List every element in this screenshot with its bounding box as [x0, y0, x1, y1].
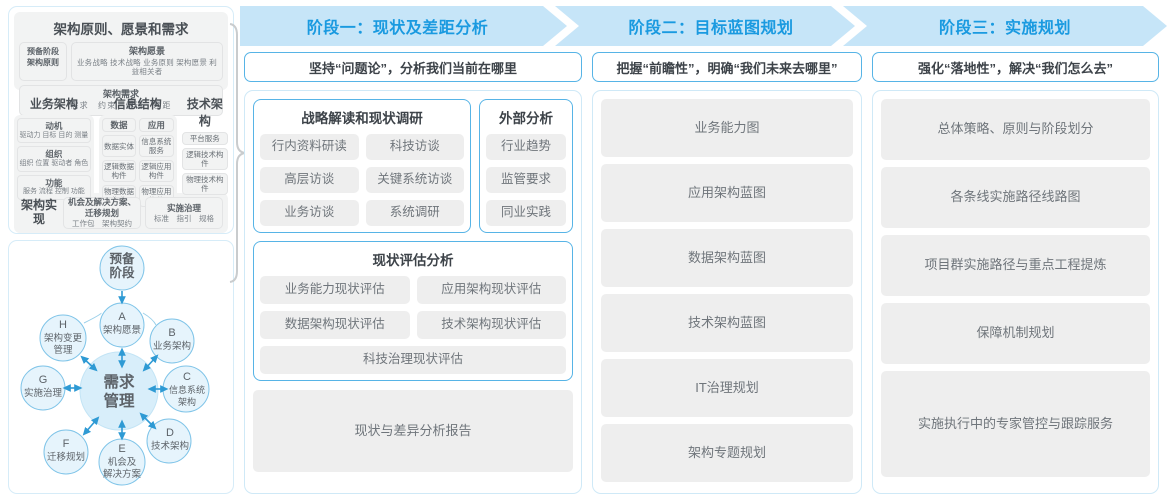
chip-it-governance-plan[interactable]: IT治理规划 [601, 359, 853, 417]
phase-1-band-title: 阶段一：现状及差距分析 [306, 20, 489, 37]
chip-industry-trends[interactable]: 行业趋势 [486, 134, 566, 160]
chip-it-governance-assess[interactable]: 科技治理现状评估 [260, 346, 566, 374]
architecture-domains-row: 业务架构 动机 驱动力 目标 目的 测量 组织 组织 位置 驱动者 角色 功能 [14, 95, 228, 211]
phase-3-subtitle: 强化“落地性”，解决“我们怎么去” [872, 52, 1159, 82]
external-analysis-card: 外部分析 行业趋势 监管要求 同业实践 [479, 99, 573, 233]
technology-architecture-column: 技术架构 平台服务 逻辑技术构件 物理技术构件 [181, 95, 228, 195]
adm-key-h: H [59, 319, 67, 331]
chip-exec-interview[interactable]: 高层访谈 [260, 167, 359, 193]
phase-2-column: 把握“前瞻性”，明确“我们未来去哪里” 业务能力图 应用架构蓝图 数据架构蓝图 … [592, 52, 862, 494]
architecture-vision-tile: 架构愿景 业务战略 技术战略 业务原则 架构愿景 利益相关者 [71, 42, 223, 82]
adm-prep-line2: 阶段 [109, 265, 135, 280]
chip-key-system-interview[interactable]: 关键系统访谈 [365, 167, 464, 193]
chip-biz-capability-assess[interactable]: 业务能力现状评估 [260, 276, 410, 304]
phase-3-body: 总体策略、原则与阶段划分 各条线实施路径线路图 项目群实施路径与重点工程提炼 保… [872, 90, 1159, 494]
chip-system-survey[interactable]: 系统调研 [365, 200, 464, 226]
adm-key-c: C [183, 371, 191, 383]
adm-key-a: A [118, 311, 126, 323]
adm-label-e-2: 解决方案 [103, 468, 142, 480]
phase-2-subtitle: 把握“前瞻性”，明确“我们未来去哪里” [592, 52, 862, 82]
adm-label-f: 迁移规划 [47, 451, 85, 463]
adm-prep-line1: 预备 [109, 251, 135, 266]
adm-key-g: G [39, 374, 48, 386]
motivation-tile: 动机 驱动力 目标 目的 测量 [17, 118, 91, 144]
gap-analysis-report[interactable]: 现状与差异分析报告 [253, 390, 573, 472]
organization-tile: 组织 组织 位置 驱动者 角色 [17, 146, 91, 172]
left-reference-panel: 架构原则、愿景和需求 预备阶段 架构原则 架构愿景 业务战略 技术战略 业务原则… [8, 6, 234, 494]
adm-label-h-2: 管理 [53, 344, 73, 356]
adm-cycle-card: 预备 阶段 A 架构愿景 B 业务架构 C 信息系统 架构 D 技术架构 E 机… [8, 240, 234, 494]
prep-phase-tile: 预备阶段 架构原则 [19, 42, 67, 82]
chip-program-roadmap[interactable]: 项目群实施路径与重点工程提炼 [881, 235, 1150, 296]
phase-3-band-title: 阶段三：实施规划 [938, 20, 1071, 37]
adm-label-d: 技术架构 [151, 440, 189, 452]
chip-line-roadmap[interactable]: 各条线实施路径线路图 [881, 167, 1150, 228]
phase-1-subtitle: 坚持“问题论”，分析我们当前在哪里 [244, 52, 582, 82]
architecture-principles-section: 架构原则、愿景和需求 预备阶段 架构原则 架构愿景 业务战略 技术战略 业务原则… [14, 12, 228, 116]
adm-label-h-1: 架构变更 [44, 332, 83, 344]
adm-key-e: E [118, 443, 125, 455]
opportunities-migration-tile: 机会及解决方案、迁移规划 工作包 架构契约 [63, 197, 141, 229]
adm-label-b: 业务架构 [153, 340, 191, 352]
adm-label-e-1: 机会及 [108, 456, 137, 468]
chip-data-blueprint[interactable]: 数据架构蓝图 [601, 229, 853, 287]
information-structure-column: 信息结构 数据 数据实体 逻辑数据构件 物理数据构件 应用 信息系统服 [98, 95, 177, 211]
chip-peer-practice[interactable]: 同业实践 [486, 200, 566, 226]
adm-key-d: D [166, 427, 174, 439]
phase-3-column: 强化“落地性”，解决“我们怎么去” 总体策略、原则与阶段划分 各条线实施路径线路… [872, 52, 1159, 494]
adm-label-g: 实施治理 [24, 387, 63, 399]
togaf-content-framework: 架构原则、愿景和需求 预备阶段 架构原则 架构愿景 业务战略 技术战略 业务原则… [8, 6, 234, 234]
realization-label: 架构实现 [20, 198, 57, 226]
phase-2-band-title: 阶段二：目标蓝图规划 [628, 20, 794, 37]
chip-app-arch-assess[interactable]: 应用架构现状评估 [416, 276, 566, 304]
adm-center-line1: 需求 [103, 372, 135, 391]
business-architecture-column: 业务架构 动机 驱动力 目标 目的 测量 组织 组织 位置 驱动者 角色 功能 [14, 95, 94, 204]
chip-tech-arch-assess[interactable]: 技术架构现状评估 [416, 311, 566, 339]
application-subcolumn: 应用 信息系统服务 逻辑应用构件 物理应用构件 [139, 118, 174, 208]
adm-label-a: 架构愿景 [103, 324, 141, 336]
chip-business-capability-map[interactable]: 业务能力图 [601, 99, 853, 157]
phase-band: 阶段一：现状及差距分析 阶段二：目标蓝图规划 阶段三：实施规划 [240, 6, 1167, 46]
adm-cycle-diagram: 预备 阶段 A 架构愿景 B 业务架构 C 信息系统 架构 D 技术架构 E 机… [9, 241, 233, 493]
architecture-realization-section: 架构实现 机会及解决方案、迁移规划 工作包 架构契约 实施治理 标准 指引 规格 [14, 193, 228, 233]
adm-key-b: B [168, 327, 175, 339]
chip-tech-interview[interactable]: 科技访谈 [365, 134, 464, 160]
phase-1-column: 坚持“问题论”，分析我们当前在哪里 战略解读和现状调研 行内资料研读 高层访谈 … [244, 52, 582, 494]
strategy-research-card: 战略解读和现状调研 行内资料研读 高层访谈 业务访谈 科技访谈 关键系统访谈 系… [253, 99, 471, 233]
chip-overall-strategy[interactable]: 总体策略、原则与阶段划分 [881, 99, 1150, 160]
chip-assurance-plan[interactable]: 保障机制规划 [881, 303, 1150, 364]
implementation-governance-tile: 实施治理 标准 指引 规格 [145, 197, 223, 229]
chip-internal-docs[interactable]: 行内资料研读 [260, 134, 359, 160]
adm-label-c-1: 信息系统 [169, 384, 205, 395]
phase-1-body: 战略解读和现状调研 行内资料研读 高层访谈 业务访谈 科技访谈 关键系统访谈 系… [244, 90, 582, 494]
adm-label-c-2: 架构 [178, 396, 196, 407]
architecture-requirements-tile: 架构需求 需求 约束 假设 差距 [19, 85, 223, 116]
function-tile: 功能 服务 流程 控制 功能 [17, 174, 91, 201]
chip-expert-tracking-service[interactable]: 实施执行中的专家管控与跟踪服务 [881, 371, 1150, 477]
adm-center-line2: 管理 [103, 391, 135, 410]
adm-key-f: F [63, 438, 70, 450]
chip-business-interview[interactable]: 业务访谈 [260, 200, 359, 226]
chip-application-blueprint[interactable]: 应用架构蓝图 [601, 164, 853, 222]
chip-architecture-topic-plan[interactable]: 架构专题规划 [601, 424, 853, 482]
data-subcolumn: 数据 数据实体 逻辑数据构件 物理数据构件 [101, 118, 137, 208]
chip-regulatory[interactable]: 监管要求 [486, 167, 566, 193]
phase-2-body: 业务能力图 应用架构蓝图 数据架构蓝图 技术架构蓝图 IT治理规划 架构专题规划 [592, 90, 862, 494]
current-state-assessment-card: 现状评估分析 业务能力现状评估 数据架构现状评估 应用架构现状评估 技术架构现状… [253, 241, 573, 381]
chip-technology-blueprint[interactable]: 技术架构蓝图 [601, 294, 853, 352]
chip-data-arch-assess[interactable]: 数据架构现状评估 [260, 311, 410, 339]
section-title: 架构原则、愿景和需求 [53, 22, 189, 37]
